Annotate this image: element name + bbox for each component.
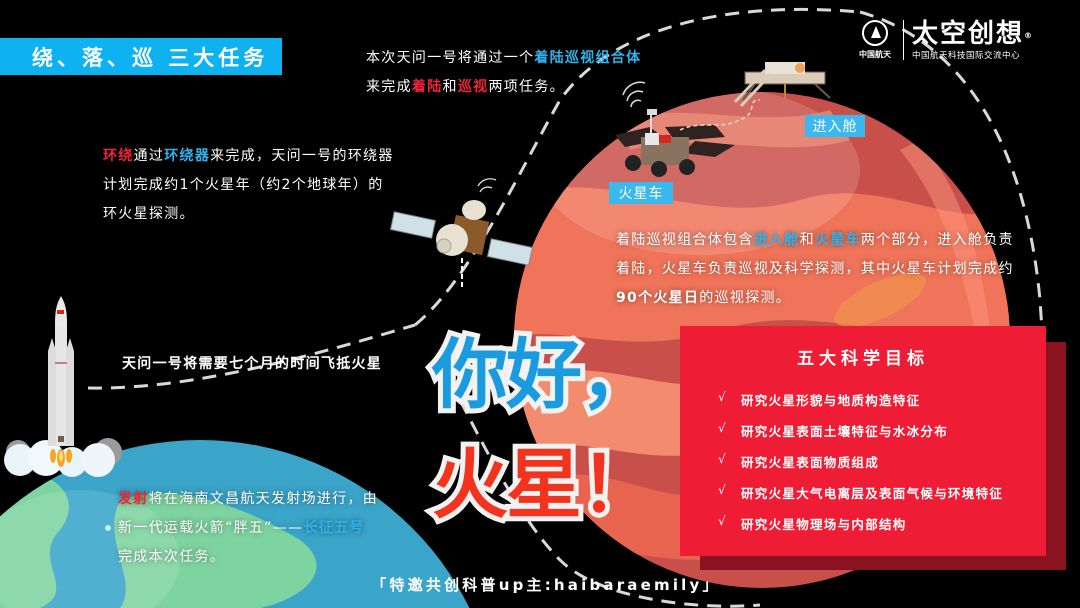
intro-line-1: 本次天问一号将通过一个着陆巡视组合体 <box>366 50 642 66</box>
launch-line-2: 新一代运载火箭“胖五”——长征五号 <box>118 520 365 536</box>
rover-graphic <box>615 81 735 177</box>
travel-text: 天问一号将需要七个月的时间飞抵火星 <box>122 356 383 372</box>
check-icon: √ <box>718 514 727 528</box>
brand-subtitle: 中国航天科技国际交流中心 <box>912 51 1021 61</box>
greeting-line-2: 火星！ <box>427 435 661 534</box>
goal-item: √研究火星大气电离层及表面气候与环境特征 <box>718 483 1004 501</box>
lander-graphic <box>733 62 831 108</box>
intro-text: 本次天问一号将通过一个着陆巡视组合体 来完成着陆和巡视两项任务。 <box>366 44 641 102</box>
rover-lander-link <box>679 99 761 131</box>
lander-rover-text: 着陆巡视组合体包含进入舱和火星车两个部分，进入舱负责 着陆，火星车负责巡视及科学… <box>616 226 1014 313</box>
logo-divider <box>903 20 904 60</box>
goal-item: √研究火星物理场与内部结构 <box>718 514 907 532</box>
lander-line-2: 着陆，火星车负责巡视及科学探测，其中火星车计划完成约 <box>616 261 1014 277</box>
goal-item: √研究火星表面土壤特征与水冰分布 <box>718 421 949 439</box>
footer-credit: 「特邀共创科普up主:haibaraemily」 <box>371 576 721 594</box>
orbit-line-2: 计划完成约1个火星年（约2个地球年）的 <box>103 177 384 193</box>
lander-line-3: 90个火星日的巡视探测。 <box>616 290 792 306</box>
check-icon: √ <box>718 390 727 404</box>
earth-planet-graphic <box>0 440 470 608</box>
orbit-line-1: 环绕通过环绕器来完成，天问一号的环绕器 <box>103 148 394 164</box>
check-icon: √ <box>718 483 727 497</box>
launch-line-1: 发射将在海南文昌航天发射场进行，由 <box>118 491 379 507</box>
launch-text: 发射将在海南文昌航天发射场进行，由 新一代运载火箭“胖五”——长征五号 完成本次… <box>118 485 378 572</box>
orbit-line-3: 环火星探测。 <box>103 206 195 222</box>
goal-item: √研究火星表面物质组成 <box>718 452 880 470</box>
launch-line-3: 完成本次任务。 <box>118 549 226 565</box>
goals-title: 五大科学目标 <box>797 349 929 369</box>
lander-label: 进入舱 <box>805 115 865 137</box>
trajectory-path <box>87 7 1044 608</box>
science-goals-panel: 五大科学目标 √研究火星形貌与地质构造特征 √研究火星表面土壤特征与水冰分布 √… <box>680 326 1046 556</box>
brand-name: 太空创想® <box>912 19 1035 49</box>
registered-mark: ® <box>1024 31 1035 40</box>
lander-line-1: 着陆巡视组合体包含进入舱和火星车两个部分，进入舱负责 <box>616 232 1014 248</box>
brand-logo: 中国航天 太空创想® 中国航天科技国际交流中心 <box>855 14 1060 66</box>
orbit-text: 环绕通过环绕器来完成，天问一号的环绕器 计划完成约1个火星年（约2个地球年）的 … <box>103 142 394 229</box>
rover-label: 火星车 <box>609 182 673 204</box>
rocket-graphic <box>48 296 74 467</box>
section-title-tag: 绕、落、巡 三大任务 <box>0 38 282 75</box>
launch-clouds-graphic <box>4 438 122 477</box>
goal-item: √研究火星形貌与地质构造特征 <box>718 390 921 408</box>
emblem-label: 中国航天 <box>859 50 891 59</box>
check-icon: √ <box>718 421 727 435</box>
intro-line-2: 来完成着陆和巡视两项任务。 <box>366 79 565 95</box>
greeting-line-1: 你好， <box>427 325 661 424</box>
check-icon: √ <box>718 452 727 466</box>
cast-emblem: 中国航天 <box>855 20 895 60</box>
orbiter-graphic <box>389 178 534 288</box>
emblem-icon <box>862 20 888 46</box>
